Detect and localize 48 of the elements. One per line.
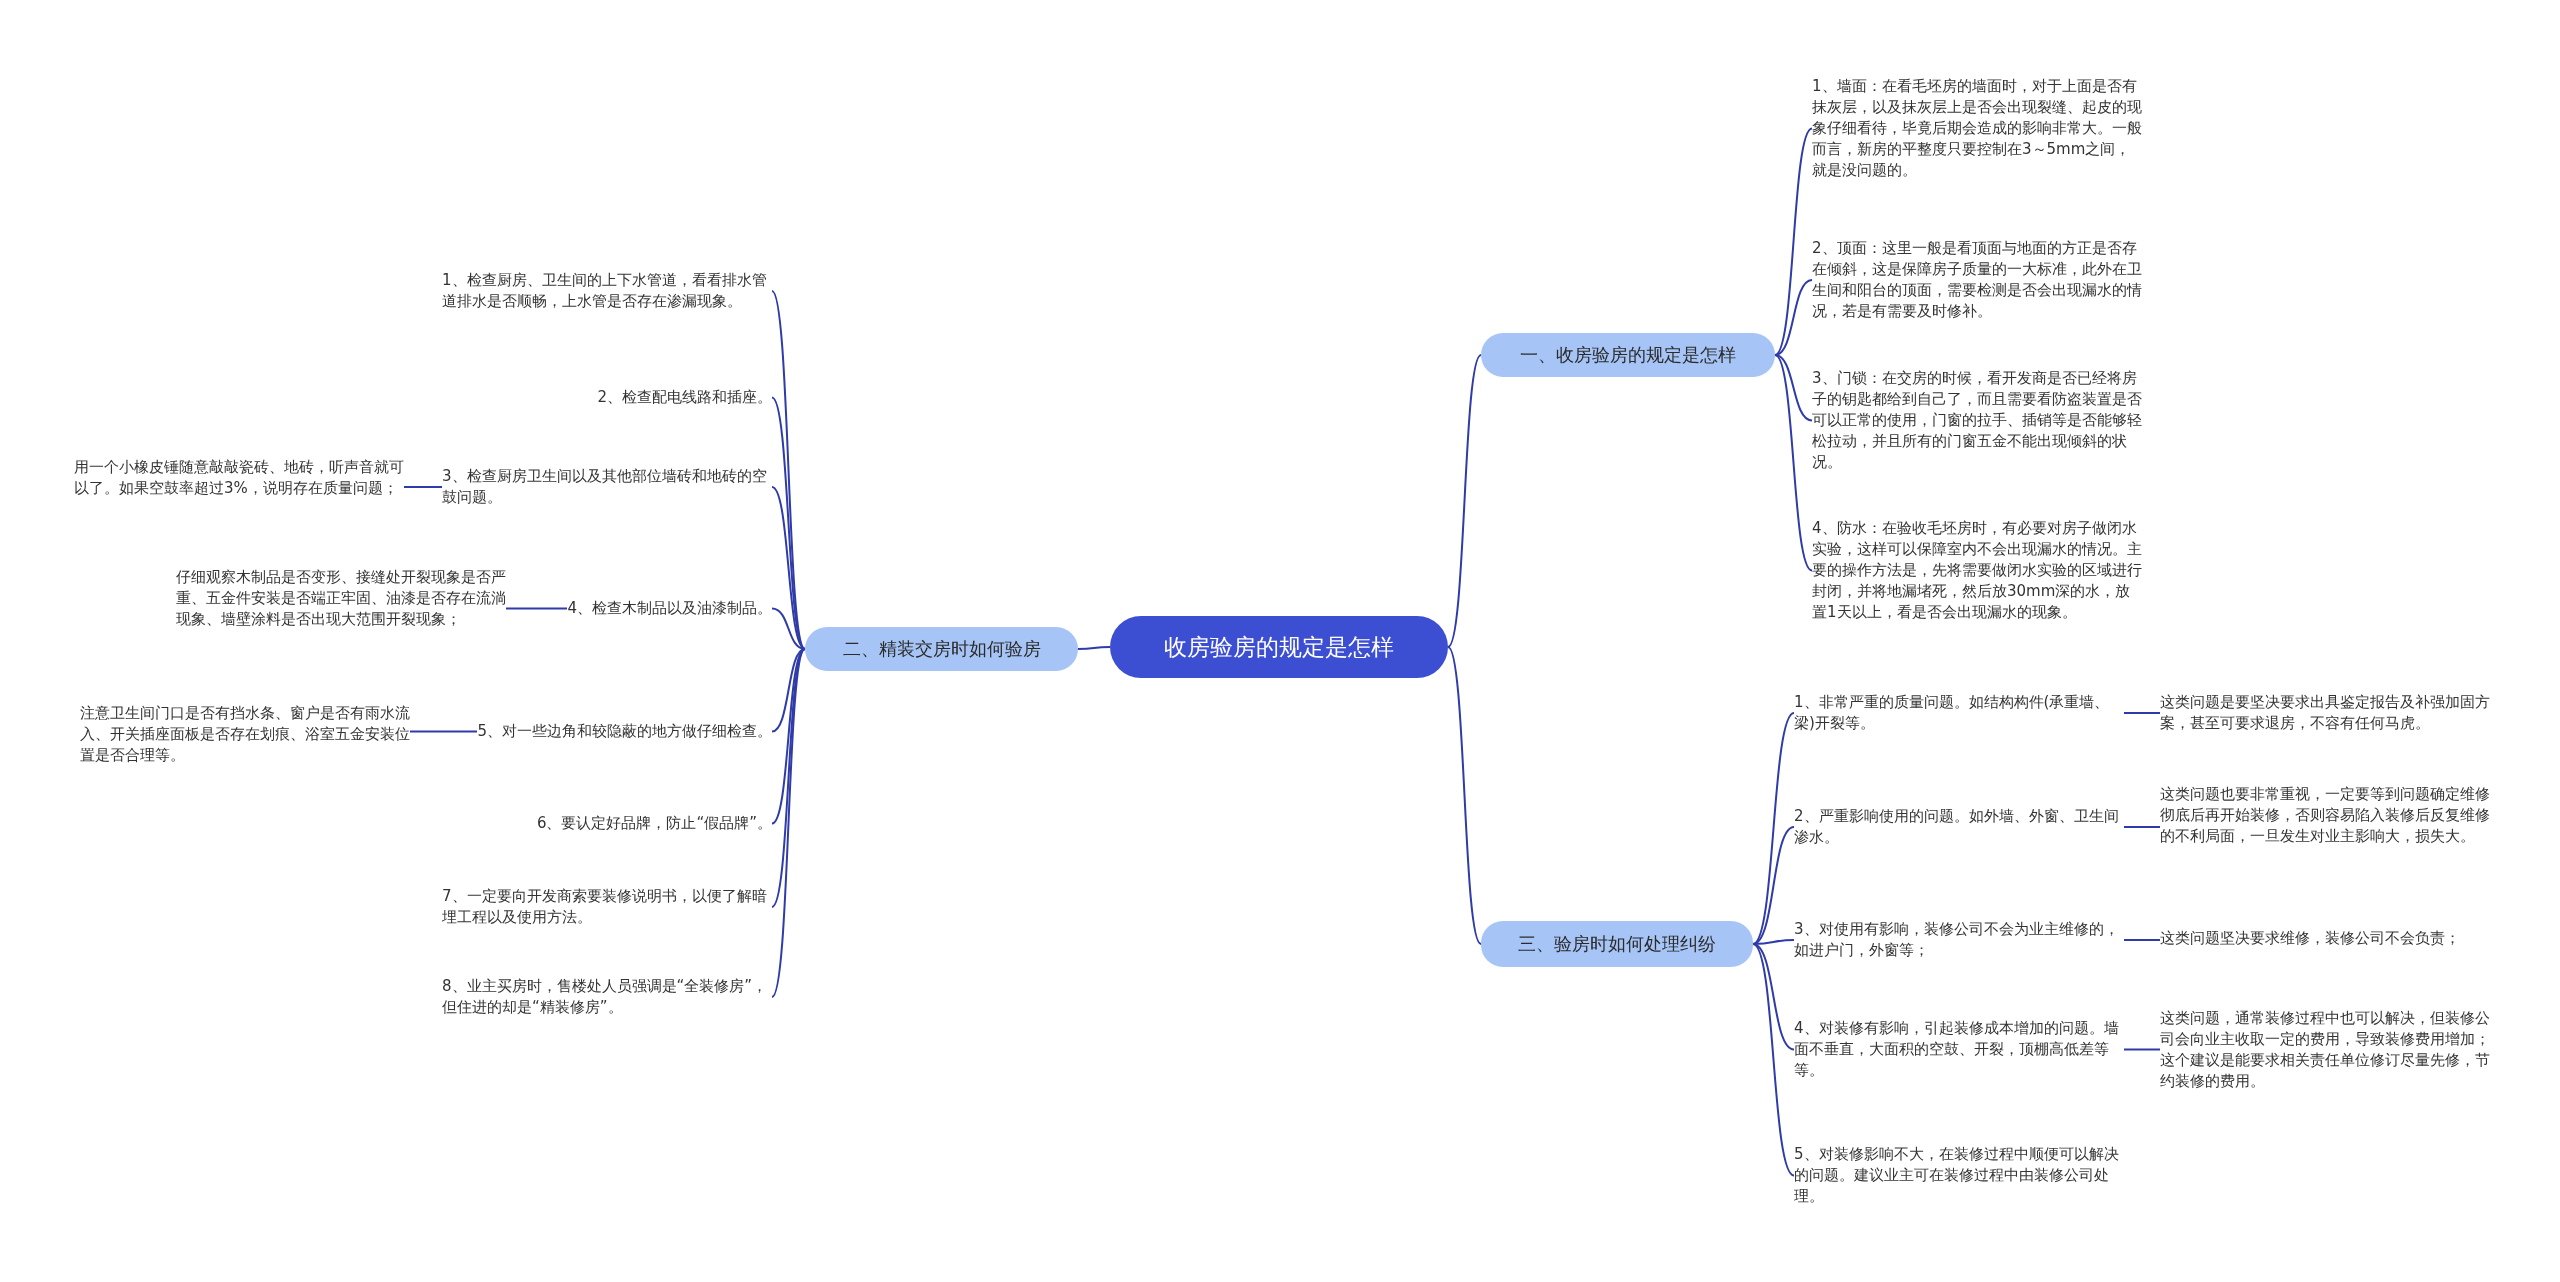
connector-line	[505, 607, 568, 610]
branch-topic: 一、收房验房的规定是怎样	[1481, 333, 1775, 377]
topic-text: 仔细观察木制品是否变形、接缝处开裂现象是否严重、五金件安装是否端正牢固、油漆是否存在流淌现象、墙壁涂料是否出现大范围开裂现象；	[176, 567, 506, 630]
connector-line	[1752, 826, 1795, 945]
topic-text: 这类问题，通常装修过程中也可以解决，但装修公司会向业主收取一定的费用，导致装修费用增加；这个建议是能要求相关责任单位修订尽量先修，节约装修的费用。	[2160, 1008, 2490, 1092]
topic-text: 3、检查厨房卫生间以及其他部位墙砖和地砖的空鼓问题。	[442, 466, 772, 508]
topic-text: 注意卫生间门口是否有挡水条、窗户是否有雨水流入、开关插座面板是否存在划痕、浴室五金安装位置是否合理等。	[80, 703, 410, 766]
connector-line	[2123, 826, 2161, 828]
topic-text: 用一个小橡皮锤随意敲敲瓷砖、地砖，听声音就可以了。如果空鼓率超过3%，说明存在质量问题；	[74, 457, 404, 499]
connector-line	[2123, 1048, 2161, 1051]
connector-line	[1752, 943, 1795, 1177]
topic-text: 这类问题也要非常重视，一定要等到问题确定维修彻底后再开始装修，否则容易陷入装修后反复维修的不利局面，一旦发生对业主影响大，损失大。	[2160, 784, 2490, 847]
connector-line	[1447, 646, 1482, 945]
topic-text: 2、检查配电线路和插座。	[597, 387, 772, 408]
connector-line	[2123, 712, 2161, 714]
topic-text: 1、墙面：在看毛坯房的墙面时，对于上面是否有抹灰层，以及抹灰层上是否会出现裂缝、起皮的现象仔细看待，毕竟后期会造成的影响非常大。一般而言，新房的平整度只要控制在3～5mm之间，就是没问题的。	[1812, 76, 2142, 181]
connector-line	[1774, 354, 1813, 422]
topic-text: 1、检查厨房、卫生间的上下水管道，看看排水管道排水是否顺畅，上水管是否存在渗漏现象。	[442, 270, 772, 312]
connector-line	[1752, 712, 1795, 945]
topic-text: 3、门锁：在交房的时候，看开发商是否已经将房子的钥匙都给到自己了，而且需要看防盗装置是否可以正常的使用，门窗的拉手、插销等是否能够轻松拉动，并且所有的门窗五金不能出现倾斜的状况。	[1812, 368, 2142, 473]
connector-line	[1077, 646, 1111, 650]
connector-line	[409, 730, 478, 733]
connector-line	[771, 607, 806, 650]
topic-text: 6、要认定好品牌，防止“假品牌”。	[536, 813, 772, 834]
connector-line	[771, 648, 806, 998]
topic-text: 4、检查木制品以及油漆制品。	[567, 598, 772, 619]
topic-text: 5、对一些边角和较隐蔽的地方做仔细检查。	[477, 721, 772, 742]
connector-line	[2123, 939, 2161, 941]
branch-topic: 二、精装交房时如何验房	[805, 627, 1078, 671]
topic-text: 4、防水：在验收毛坯房时，有必要对房子做闭水实验，这样可以保障室内不会出现漏水的情况。主要的操作方法是，先将需要做闭水实验的区域进行封闭，并将地漏堵死，然后放30mm深的水，放置1天以上，看是否会出现漏水的现象。	[1812, 518, 2142, 623]
topic-text: 2、顶面：这里一般是看顶面与地面的方正是否存在倾斜，这是保障房子质量的一大标准，此外在卫生间和阳台的顶面，需要检测是否会出现漏水的情况，若是有需要及时修补。	[1812, 238, 2142, 322]
topic-text: 3、对使用有影响，装修公司不会为业主维修的，如进户门，外窗等；	[1794, 919, 2124, 961]
topic-text: 4、对装修有影响，引起装修成本增加的问题。墙面不垂直，大面积的空鼓、开裂，顶棚高低差等等。	[1794, 1018, 2124, 1081]
connector-line	[1774, 279, 1813, 356]
topic-text: 8、业主买房时，售楼处人员强调是“全装修房”，但住进的却是“精装修房”。	[442, 976, 772, 1018]
topic-text: 2、严重影响使用的问题。如外墙、外窗、卫生间渗水。	[1794, 806, 2124, 848]
connector-line	[1447, 354, 1482, 648]
connector-line	[1774, 127, 1813, 356]
connector-line	[403, 486, 443, 488]
topic-text: 1、非常严重的质量问题。如结构构件(承重墙、梁)开裂等。	[1794, 692, 2124, 734]
topic-text: 7、一定要向开发商索要装修说明书，以便了解暗埋工程以及使用方法。	[442, 886, 772, 928]
connector-line	[1752, 943, 1795, 1051]
topic-text: 这类问题是要坚决要求出具鉴定报告及补强加固方案，甚至可要求退房，不容有任何马虎。	[2160, 692, 2490, 734]
branch-topic: 三、验房时如何处理纠纷	[1481, 921, 1753, 967]
connector-line	[1774, 354, 1813, 572]
topic-text: 5、对装修影响不大，在装修过程中顺便可以解决的问题。建议业主可在装修过程中由装修公司处理。	[1794, 1144, 2124, 1207]
central-topic: 收房验房的规定是怎样	[1110, 616, 1448, 678]
topic-text: 这类问题坚决要求维修，装修公司不会负责；	[2160, 928, 2490, 949]
